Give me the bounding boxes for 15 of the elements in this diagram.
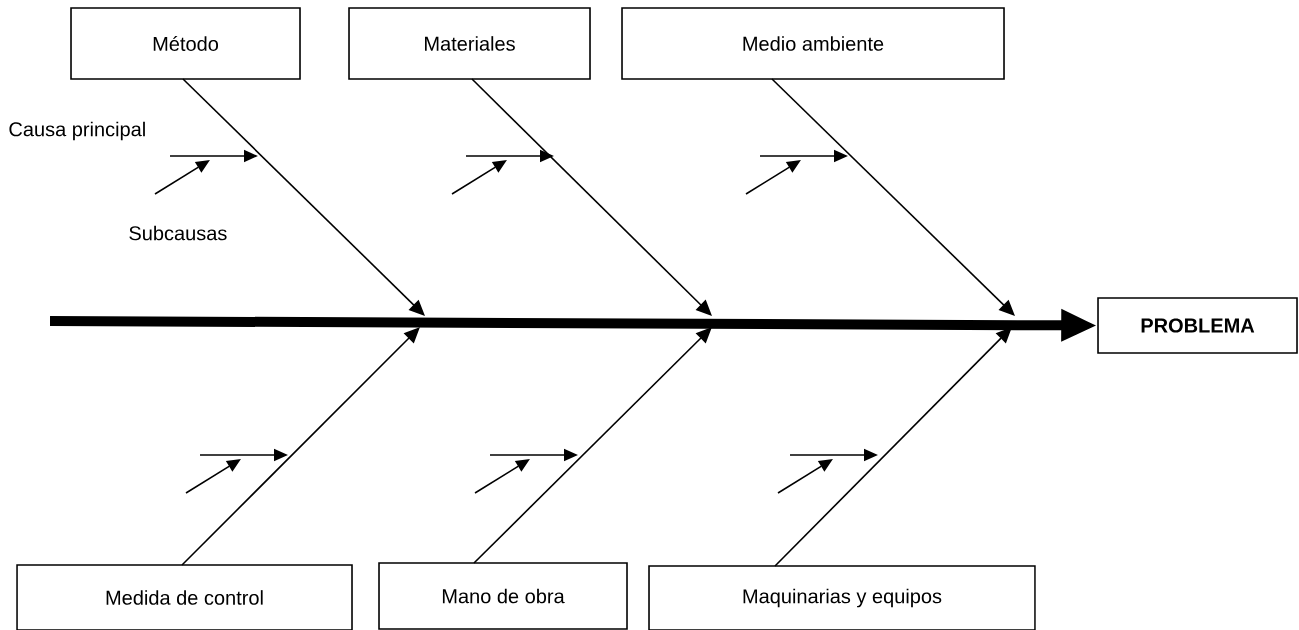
- problem-box: PROBLEMA: [1097, 297, 1298, 354]
- branch-arrow: [471, 78, 712, 316]
- cause-box: Medio ambiente: [621, 7, 1005, 80]
- label-text: Causa principal: [9, 121, 145, 141]
- cause-box: Medida de control: [16, 564, 353, 630]
- cause-box: Materiales: [348, 7, 591, 80]
- cause-box: Método: [70, 7, 301, 80]
- branch-arrow: [182, 78, 425, 316]
- branch-arrow: [181, 327, 420, 566]
- cause-box: Mano de obra: [378, 562, 628, 630]
- cause-box: Maquinarias y equipos: [648, 565, 1036, 630]
- branch-arrow: [774, 327, 1012, 567]
- branch-arrow: [473, 327, 712, 564]
- label-text: Subcausas: [129, 225, 227, 241]
- branch-arrow: [771, 78, 1015, 316]
